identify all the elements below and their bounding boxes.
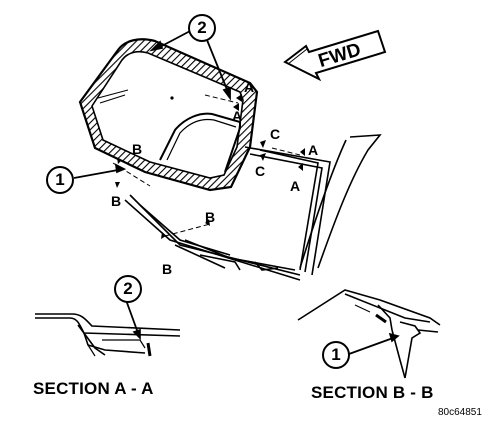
section-marker-b: B (132, 141, 143, 157)
section-marker-a: A (290, 178, 301, 194)
section-a-a-detail (35, 299, 181, 357)
section-marker-a: A (244, 79, 255, 95)
callout-1-main: 1 (46, 166, 74, 194)
section-marker-b: B (162, 261, 173, 277)
section-marker-b: B (111, 193, 122, 209)
section-cut-lines (112, 94, 301, 237)
section-marker-c: C (255, 163, 266, 179)
section-a-a-title: SECTION A - A (33, 379, 154, 398)
callout-2-section-a: 2 (114, 275, 142, 303)
callout-2-main: 2 (188, 14, 216, 42)
section-b-b-title: SECTION B - B (311, 383, 434, 402)
section-cut-arrows (115, 94, 305, 239)
callout-leaders (73, 29, 231, 179)
fwd-arrow (283, 29, 387, 82)
section-marker-a: A (308, 142, 319, 158)
windshield-glass (78, 38, 259, 192)
callout-1-section-b: 1 (322, 341, 350, 369)
vehicle-body-lines (124, 134, 382, 281)
section-marker-c: C (270, 126, 281, 142)
section-marker-a: A (232, 108, 243, 124)
section-marker-b: B (205, 209, 216, 225)
section-b-b-detail (297, 289, 441, 379)
figure-id: 80c64851 (438, 407, 482, 418)
